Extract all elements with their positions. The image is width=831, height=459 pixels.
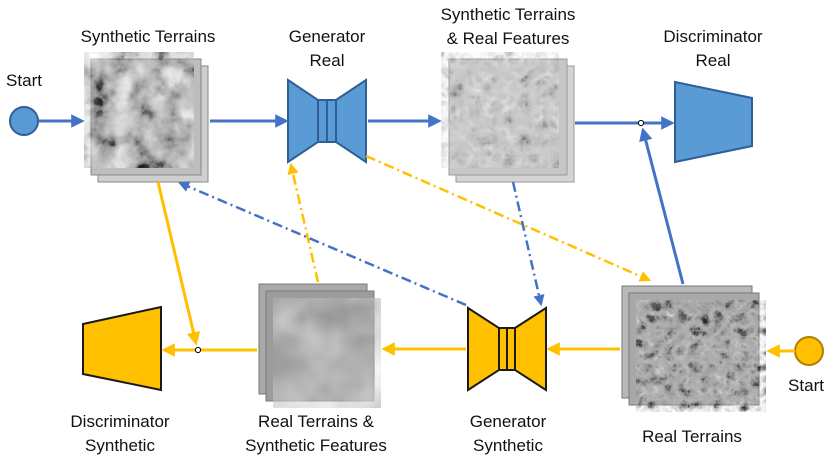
- junction-dot-bottom: [194, 346, 202, 354]
- dashed-arrow-features-to-generator-synthetic: [511, 181, 545, 307]
- junction-dot-top: [637, 119, 645, 127]
- start-node-top: [9, 106, 39, 136]
- real-synthetic-features-stack: [258, 283, 381, 408]
- discriminator-synthetic: [82, 305, 162, 392]
- arrow-synthetic-to-disc-synthetic: [156, 181, 201, 346]
- real-terrains-stack: [621, 285, 766, 412]
- terrain-rivers-icon: [441, 52, 559, 168]
- generator-synthetic-label-2: Synthetic: [473, 436, 543, 455]
- generator-real-label-2: Real: [310, 51, 345, 70]
- discriminator-real-label-2: Real: [696, 51, 731, 70]
- synthetic-terrains-label: Synthetic Terrains: [81, 27, 216, 46]
- generator-synthetic-label-1: Generator: [470, 412, 547, 431]
- terrain-smooth-icon: [273, 298, 381, 408]
- real-synthetic-features-label-1: Real Terrains &: [258, 412, 375, 431]
- generator-synthetic: [467, 306, 547, 392]
- dashed-arrow-generator-real-to-real: [365, 154, 652, 282]
- discriminator-real: [674, 80, 753, 164]
- discriminator-synthetic-label-2: Synthetic: [85, 436, 155, 455]
- real-terrains-label: Real Terrains: [642, 427, 742, 446]
- start-label-bottom: Start: [788, 376, 824, 395]
- arrow-real-to-discriminator: [639, 127, 685, 285]
- discriminator-synthetic-label-1: Discriminator: [70, 412, 170, 431]
- synthetic-terrains-stack: [84, 52, 209, 183]
- discriminator-real-label-1: Discriminator: [663, 27, 763, 46]
- synthetic-real-features-label-1: Synthetic Terrains: [441, 5, 576, 24]
- start-label-top: Start: [6, 71, 42, 90]
- synthetic-real-features-label-2: & Real Features: [447, 29, 570, 48]
- terrain-noise-icon: [84, 52, 194, 168]
- generator-real-label-1: Generator: [289, 27, 366, 46]
- terrain-real-icon: [636, 300, 766, 412]
- start-node-bottom: [794, 336, 824, 366]
- dashed-arrow-generator-synthetic-to-synthetic: [177, 181, 467, 307]
- real-synthetic-features-label-2: Synthetic Features: [245, 436, 387, 455]
- synthetic-real-features-stack: [441, 52, 575, 183]
- generator-real: [287, 78, 367, 164]
- dashed-arrow-smooth-to-generator-real: [287, 162, 320, 283]
